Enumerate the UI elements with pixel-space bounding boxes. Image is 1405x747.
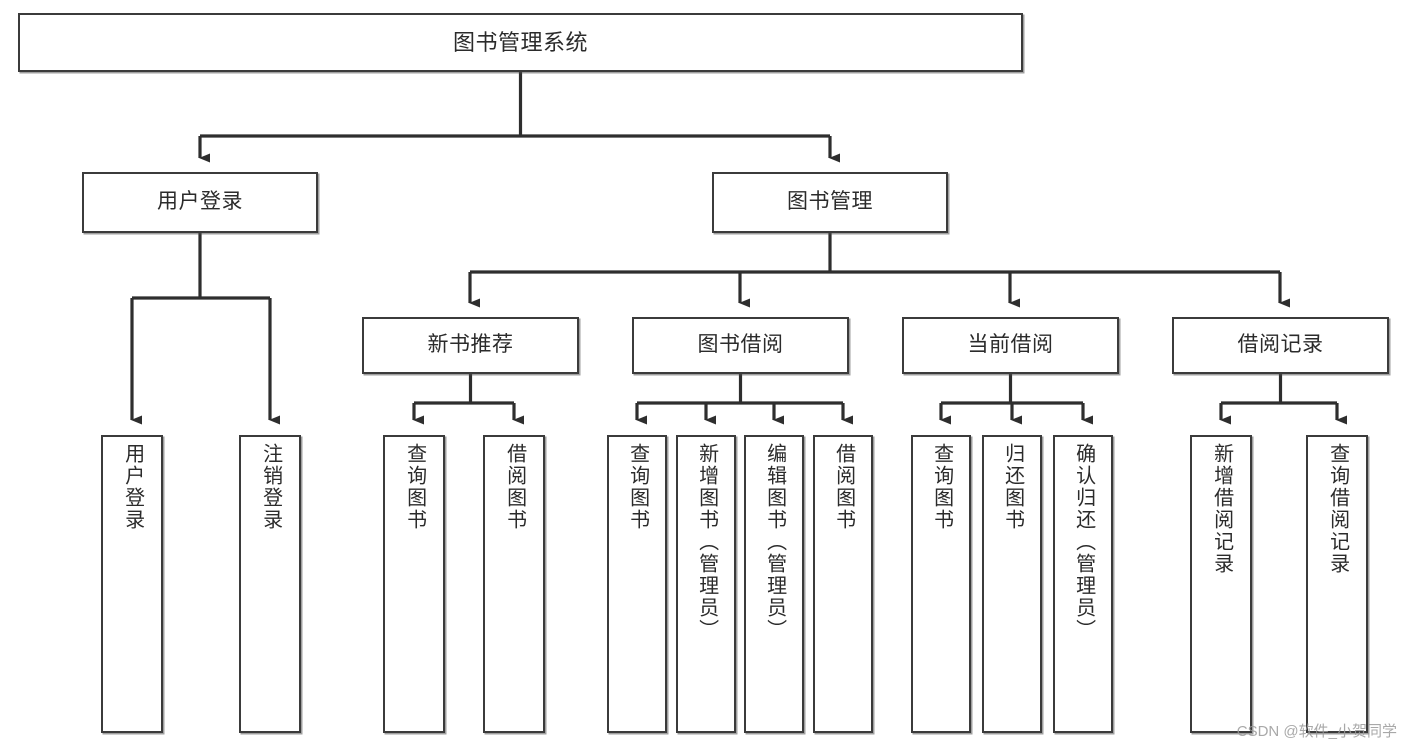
- node-leaf-add-book[interactable]: 新增图书（管理员）: [676, 435, 736, 733]
- node-leaf-add-record-label: 新增借阅记录: [1210, 443, 1233, 575]
- node-book-borrow-label: 图书借阅: [697, 333, 784, 357]
- node-leaf-logout[interactable]: 注销登录: [239, 435, 301, 733]
- node-leaf-borrow-book-rec-label: 借阅图书: [503, 443, 526, 531]
- node-leaf-user-login[interactable]: 用户登录: [101, 435, 163, 733]
- node-leaf-confirm-return-label: 确认归还（管理员）: [1072, 443, 1095, 641]
- node-leaf-add-record[interactable]: 新增借阅记录: [1190, 435, 1252, 733]
- node-leaf-borrow-book-label: 借阅图书: [832, 443, 855, 531]
- node-leaf-edit-book[interactable]: 编辑图书（管理员）: [744, 435, 804, 733]
- node-leaf-query-record[interactable]: 查询借阅记录: [1306, 435, 1368, 733]
- node-leaf-query-book-rec-label: 查询图书: [403, 443, 426, 531]
- node-book-manage[interactable]: 图书管理: [712, 172, 948, 233]
- node-leaf-confirm-return[interactable]: 确认归还（管理员）: [1053, 435, 1113, 733]
- node-book-borrow[interactable]: 图书借阅: [632, 317, 849, 374]
- node-leaf-return-book-label: 归还图书: [1001, 443, 1024, 531]
- node-root-label: 图书管理系统: [452, 29, 588, 55]
- node-book-manage-label: 图书管理: [787, 190, 873, 214]
- node-borrow-record-label: 借阅记录: [1237, 333, 1324, 357]
- node-current-borrow-label: 当前借阅: [967, 333, 1054, 357]
- node-leaf-return-book[interactable]: 归还图书: [982, 435, 1042, 733]
- node-leaf-query-book-borrow[interactable]: 查询图书: [607, 435, 667, 733]
- node-leaf-borrow-book-rec[interactable]: 借阅图书: [483, 435, 545, 733]
- csdn-watermark: CSDN @软件_小贺同学: [1236, 723, 1397, 740]
- node-leaf-query-book-borrow-label: 查询图书: [626, 443, 649, 531]
- node-leaf-query-book-current-label: 查询图书: [930, 443, 953, 531]
- node-user-login[interactable]: 用户登录: [82, 172, 318, 233]
- node-leaf-logout-label: 注销登录: [259, 443, 282, 531]
- node-leaf-query-book-current[interactable]: 查询图书: [911, 435, 971, 733]
- node-leaf-add-book-label: 新增图书（管理员）: [695, 443, 718, 641]
- node-root[interactable]: 图书管理系统: [18, 13, 1023, 72]
- node-leaf-edit-book-label: 编辑图书（管理员）: [763, 443, 786, 641]
- node-leaf-borrow-book[interactable]: 借阅图书: [813, 435, 873, 733]
- node-borrow-record[interactable]: 借阅记录: [1172, 317, 1389, 374]
- node-leaf-query-record-label: 查询借阅记录: [1326, 443, 1349, 575]
- node-leaf-query-book-rec[interactable]: 查询图书: [383, 435, 445, 733]
- node-user-login-label: 用户登录: [157, 190, 243, 214]
- node-leaf-user-login-label: 用户登录: [121, 443, 144, 531]
- node-new-book-rec-label: 新书推荐: [427, 333, 514, 357]
- node-new-book-rec[interactable]: 新书推荐: [362, 317, 579, 374]
- node-current-borrow[interactable]: 当前借阅: [902, 317, 1119, 374]
